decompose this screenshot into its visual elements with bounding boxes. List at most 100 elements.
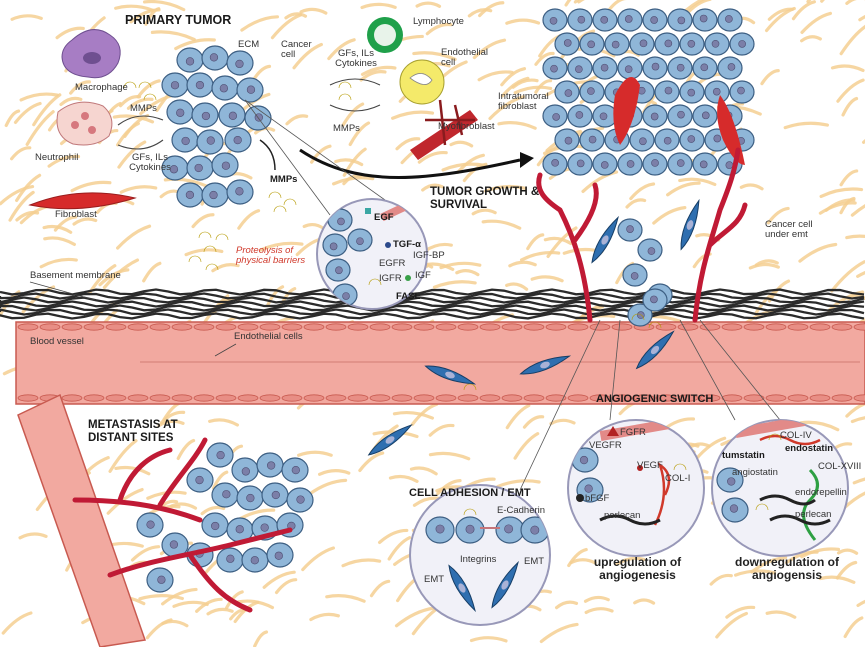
igf-molecule <box>405 275 411 281</box>
ecm-fiber <box>255 632 267 646</box>
endothelial-cell <box>590 324 610 330</box>
ecm-fiber <box>551 420 574 423</box>
endothelial-cell <box>370 395 390 401</box>
endothelial-cell <box>106 324 126 330</box>
angiogenic-switch-title: ANGIOGENIC SWITCH <box>596 393 713 405</box>
ecm-fiber <box>833 66 863 70</box>
endothelial-cell <box>436 324 456 330</box>
ecm-fiber <box>116 6 153 10</box>
vegfr-label: VEGFR <box>589 441 622 451</box>
endothelial-cell <box>392 324 412 330</box>
ecm-fiber <box>41 259 76 266</box>
endothelial-cell <box>238 324 258 330</box>
endothelial-cell <box>744 324 764 330</box>
endothelial-cell <box>260 395 280 401</box>
endothelial-cell <box>62 324 82 330</box>
emt-right-label: EMT <box>524 557 544 567</box>
nucleus <box>147 521 155 529</box>
ecm-fiber <box>841 171 857 185</box>
ecm-fiber <box>239 211 259 228</box>
nucleus <box>531 526 539 534</box>
ecm-fiber <box>299 452 332 455</box>
nucleus <box>576 111 583 118</box>
nucleus <box>202 112 210 120</box>
nucleus <box>564 39 571 46</box>
nucleus <box>504 525 512 533</box>
ecm-fiber <box>750 265 778 268</box>
nucleus <box>186 58 194 66</box>
ecm-fiber <box>311 614 338 619</box>
endothelial-cell <box>678 324 698 330</box>
ecm-fiber <box>586 597 609 601</box>
endothelial-cell <box>106 395 126 401</box>
endothelial-cell <box>414 395 434 401</box>
col-xviii-label: COL-XVIII <box>818 462 861 472</box>
ecm-fiber <box>394 413 432 418</box>
ecm-fiber <box>858 597 865 605</box>
endothelial-cell <box>436 395 456 401</box>
basement-membrane-label: Basement membrane <box>30 271 121 281</box>
nucleus <box>587 88 594 95</box>
endothelial-cell <box>810 395 830 401</box>
nucleus <box>565 90 572 97</box>
nucleus <box>297 496 305 504</box>
nucleus <box>585 485 593 493</box>
bfgf-molecule <box>576 494 584 502</box>
nucleus <box>247 494 255 502</box>
ecm-fiber <box>845 618 862 636</box>
endothelial-cell <box>40 324 60 330</box>
nucleus <box>625 15 632 22</box>
nucleus <box>236 60 244 68</box>
endothelial-cell <box>414 324 434 330</box>
egfr-label: EGFR <box>379 259 405 269</box>
ecm-fiber <box>627 200 645 207</box>
nucleus <box>565 137 572 144</box>
ecm-fiber <box>654 208 685 223</box>
ecm-fiber <box>717 613 747 636</box>
nucleus <box>236 525 244 533</box>
neutrophil-lobe <box>88 126 96 134</box>
endothelial-cell-label: Endothelial cell <box>441 48 499 69</box>
ecm-fiber <box>72 182 110 190</box>
ecm-fiber <box>762 71 778 84</box>
nucleus <box>648 248 655 255</box>
nucleus <box>665 40 672 47</box>
myofibroblast-label: Myofibroblast <box>438 122 495 132</box>
ecm-fiber <box>860 8 865 20</box>
ecm-fiber <box>838 80 863 101</box>
endothelial-cell <box>18 395 38 401</box>
nucleus <box>737 87 744 94</box>
nucleus <box>272 491 280 499</box>
nucleus <box>436 525 444 533</box>
gfs-ils-cytokines-top-label: GFs, ILs Cytokines <box>322 49 390 70</box>
endothelial-cell <box>260 324 280 330</box>
nucleus <box>612 41 619 48</box>
nucleus <box>601 16 608 23</box>
nucleus <box>275 552 283 560</box>
emt-cell <box>366 421 414 458</box>
endothelial-cell <box>502 324 522 330</box>
nucleus <box>251 556 259 564</box>
endothelial-cell <box>348 395 368 401</box>
primary-tumor-title: PRIMARY TUMOR <box>125 14 231 28</box>
nucleus <box>725 15 732 22</box>
nucleus <box>589 136 596 143</box>
nucleus <box>196 81 204 89</box>
ecm-label: ECM <box>238 40 259 50</box>
macrophage-label: Macrophage <box>75 83 128 93</box>
endothelial-cell <box>150 324 170 330</box>
ecm-fiber <box>430 453 468 458</box>
nucleus <box>182 137 190 145</box>
endothelial-cell <box>458 324 478 330</box>
endothelial-cell <box>282 324 302 330</box>
nucleus <box>292 466 300 474</box>
endothelial-cell <box>546 324 566 330</box>
ecm-fiber <box>144 263 160 280</box>
downregulation-caption: downregulation of angiogensis <box>727 556 847 582</box>
mmp-molecule <box>269 192 281 198</box>
nucleus <box>223 490 231 498</box>
nucleus <box>210 54 218 62</box>
endothelial-cell <box>326 395 346 401</box>
ecm-fiber <box>557 602 577 607</box>
perlecan-right-label: perlecan <box>795 510 831 520</box>
